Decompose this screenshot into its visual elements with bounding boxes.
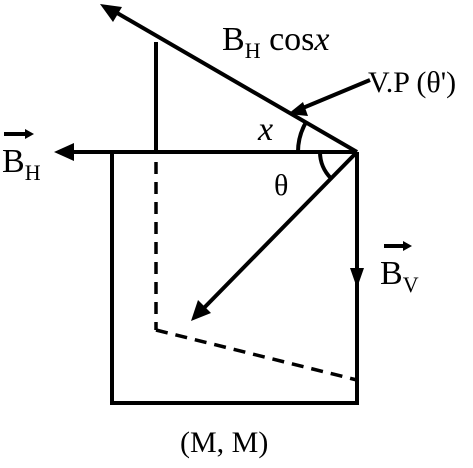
- bh-cosx-vector-line: [110, 8, 359, 154]
- bh-cosx-label: BH cosx: [222, 21, 330, 63]
- bv-vector-arrowhead: [350, 268, 364, 288]
- bh-label-vector-tip: [25, 129, 34, 139]
- vertical-plane-hidden-bottom: [155, 328, 358, 382]
- vp-label: V.P (θ'): [368, 66, 456, 99]
- resultant-field-arrowhead: [191, 300, 211, 321]
- bv-label: BV: [380, 255, 419, 297]
- bv-label-vector-tip: [403, 241, 412, 251]
- mm-label: (M, M): [180, 426, 268, 459]
- angle-x-label: x: [257, 111, 273, 148]
- vp-pointer-line: [297, 78, 371, 112]
- angle-x-arc: [295, 121, 308, 153]
- bh-cosx-vector-arrowhead: [100, 4, 122, 22]
- bh-label: BH: [2, 143, 41, 185]
- angle-theta-arc: [318, 151, 333, 180]
- vp-pointer-arrowhead: [288, 102, 308, 116]
- bh-vector-arrowhead: [54, 143, 74, 161]
- angle-theta-label: θ: [274, 169, 288, 202]
